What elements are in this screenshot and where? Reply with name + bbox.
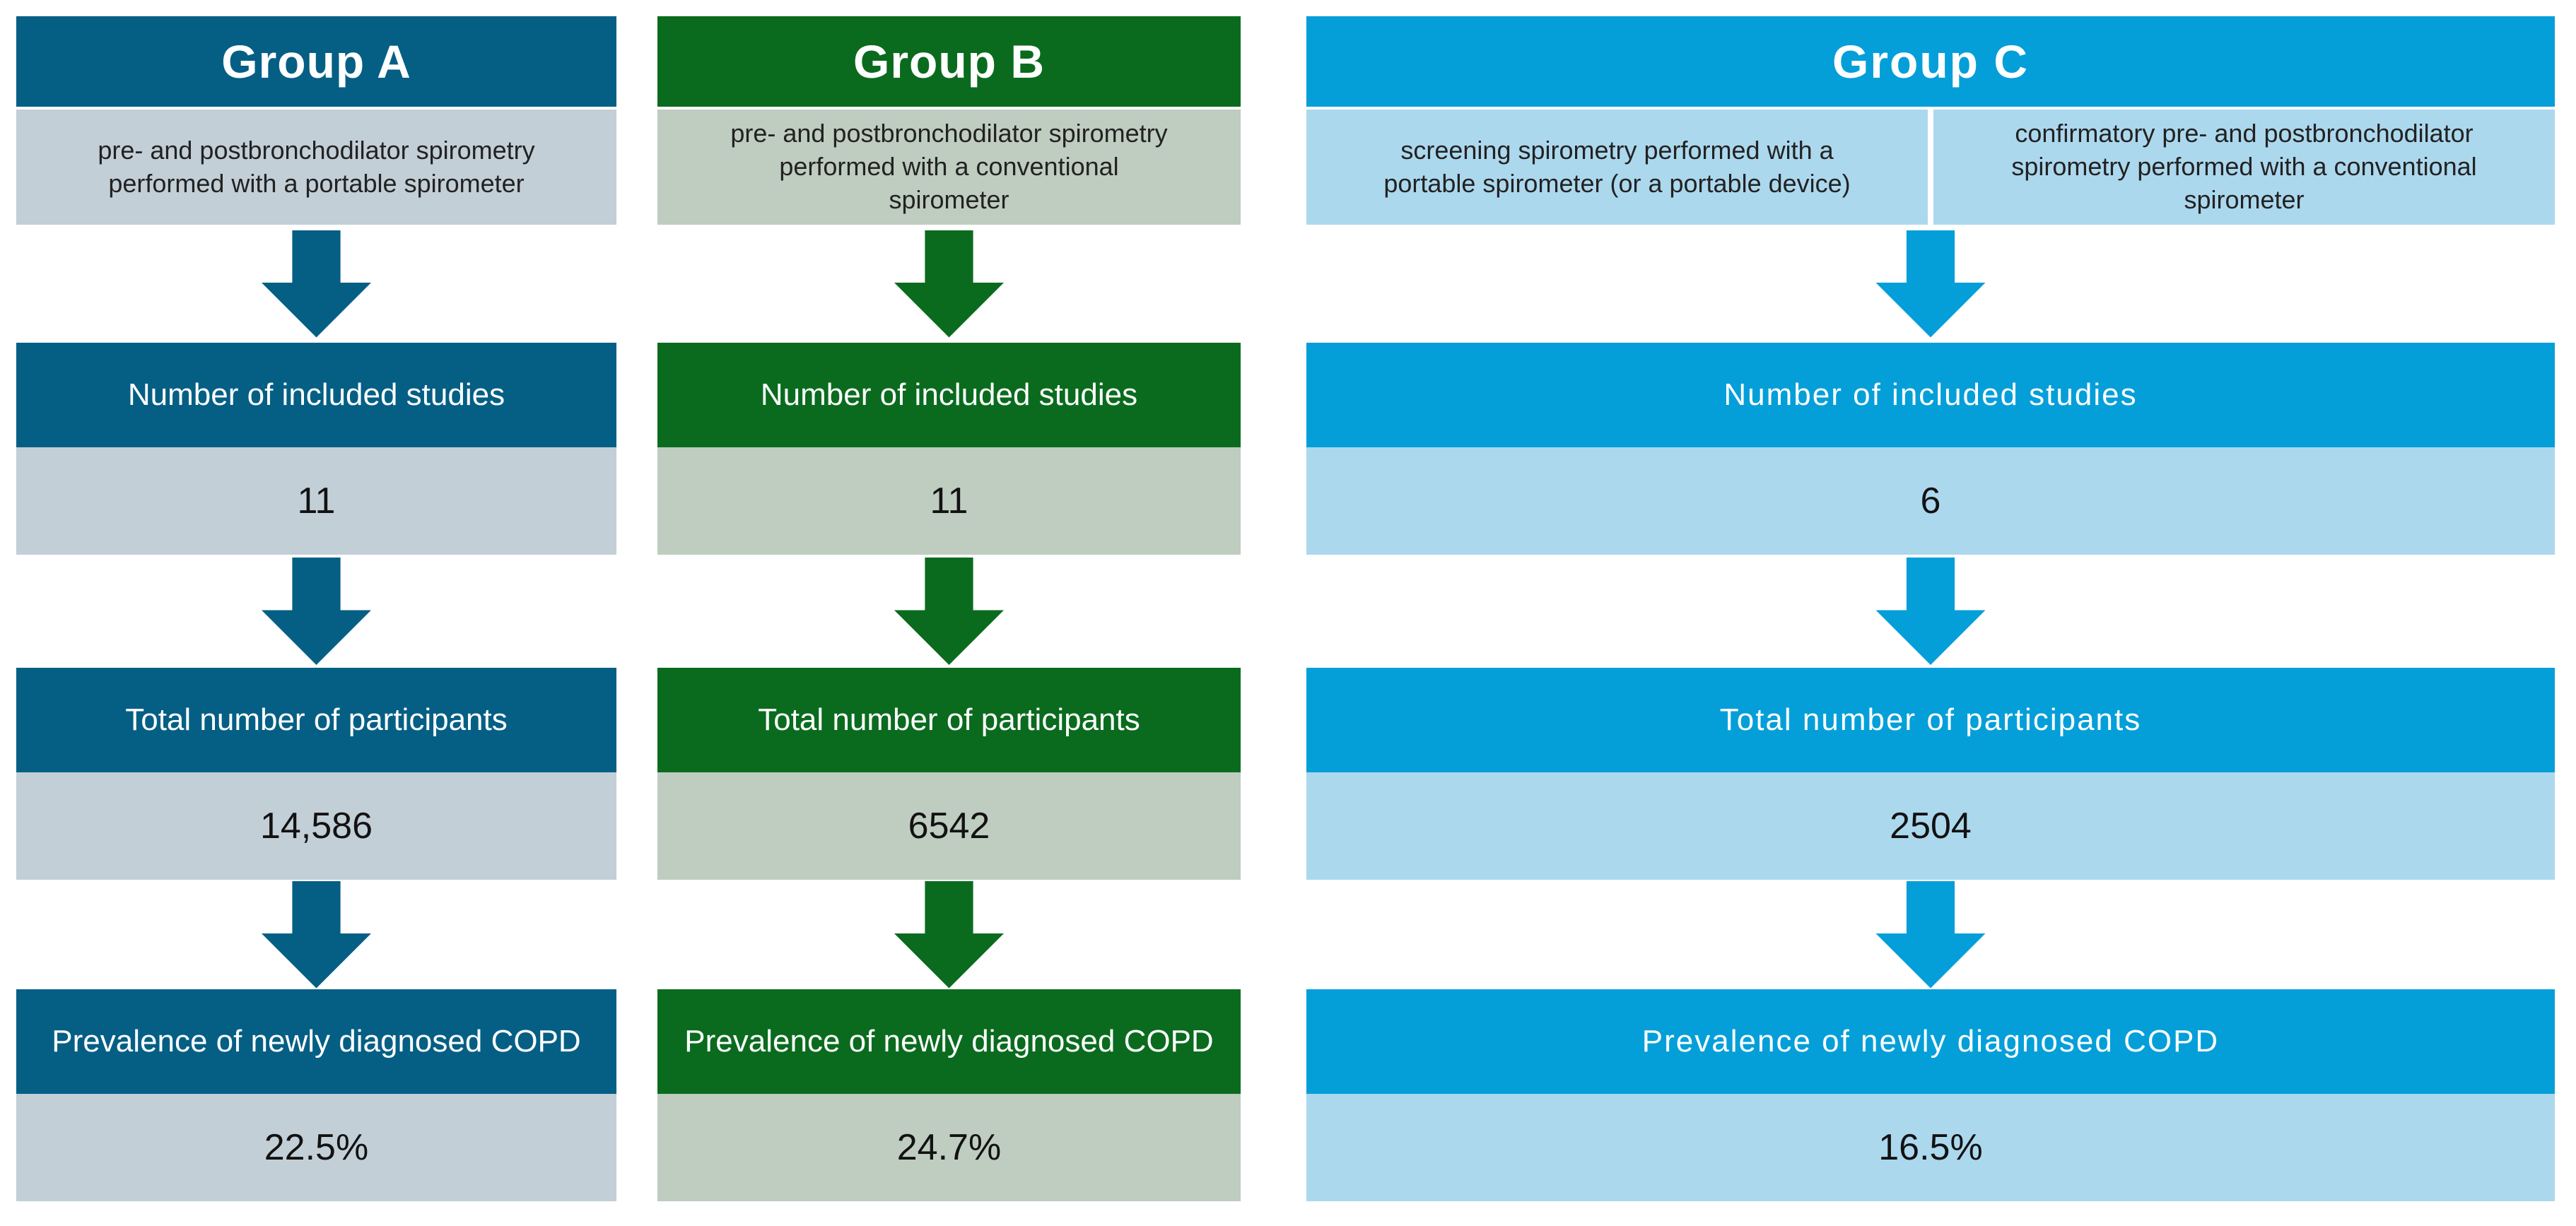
group-b-title: Group B <box>657 16 1241 107</box>
group-c-description-row: screening spirometry performed with a po… <box>1306 110 2555 225</box>
group-c-title: Group C <box>1306 16 2555 107</box>
group-c-description-screening: screening spirometry performed with a po… <box>1306 110 1928 225</box>
down-arrow-icon <box>1875 880 1986 989</box>
down-arrow-icon <box>894 230 1004 338</box>
group-b-participants-label: Total number of participants <box>657 668 1241 772</box>
group-b-studies-label: Number of included studies <box>657 343 1241 447</box>
group-a-arrow-zone-1 <box>16 225 616 343</box>
group-a-description: pre- and postbronchodilator spirometry p… <box>16 110 616 225</box>
group-b-column: Group B pre- and postbronchodilator spir… <box>657 16 1241 1201</box>
group-b-studies-value: 11 <box>657 447 1241 555</box>
group-b-arrow-zone-1 <box>657 225 1241 343</box>
group-a-participants-label: Total number of participants <box>16 668 616 772</box>
group-b-arrow-zone-3 <box>657 880 1241 989</box>
group-b-prevalence-value: 24.7% <box>657 1094 1241 1201</box>
group-c-prevalence-label: Prevalence of newly diagnosed COPD <box>1306 989 2555 1094</box>
group-c-participants-label: Total number of participants <box>1306 668 2555 772</box>
group-c-description-confirmatory: confirmatory pre- and postbronchodilator… <box>1933 110 2555 225</box>
down-arrow-icon <box>262 230 371 338</box>
group-b-participants-value: 6542 <box>657 772 1241 880</box>
group-b-description: pre- and postbronchodilator spirometry p… <box>657 110 1241 225</box>
down-arrow-icon <box>1875 558 1986 665</box>
group-a-participants-value: 14,586 <box>16 772 616 880</box>
group-a-studies-label: Number of included studies <box>16 343 616 447</box>
group-a-prevalence-value: 22.5% <box>16 1094 616 1201</box>
group-c-arrow-zone-2 <box>1306 555 2555 668</box>
group-c-participants-value: 2504 <box>1306 772 2555 880</box>
group-b-description-row: pre- and postbronchodilator spirometry p… <box>657 110 1241 225</box>
group-c-arrow-zone-1 <box>1306 225 2555 343</box>
down-arrow-icon <box>1875 230 1986 338</box>
group-a-column: Group A pre- and postbronchodilator spir… <box>16 16 616 1201</box>
group-a-prevalence-label: Prevalence of newly diagnosed COPD <box>16 989 616 1094</box>
group-b-prevalence-label: Prevalence of newly diagnosed COPD <box>657 989 1241 1094</box>
group-a-description-row: pre- and postbronchodilator spirometry p… <box>16 110 616 225</box>
down-arrow-icon <box>262 880 371 989</box>
group-c-column: Group C screening spirometry performed w… <box>1306 16 2555 1201</box>
group-c-studies-label: Number of included studies <box>1306 343 2555 447</box>
group-a-studies-value: 11 <box>16 447 616 555</box>
group-c-studies-value: 6 <box>1306 447 2555 555</box>
group-a-arrow-zone-2 <box>16 555 616 668</box>
group-a-title: Group A <box>16 16 616 107</box>
group-b-arrow-zone-2 <box>657 555 1241 668</box>
down-arrow-icon <box>894 880 1004 989</box>
group-a-arrow-zone-3 <box>16 880 616 989</box>
group-c-prevalence-value: 16.5% <box>1306 1094 2555 1201</box>
down-arrow-icon <box>894 558 1004 665</box>
group-c-arrow-zone-3 <box>1306 880 2555 989</box>
down-arrow-icon <box>262 558 371 665</box>
